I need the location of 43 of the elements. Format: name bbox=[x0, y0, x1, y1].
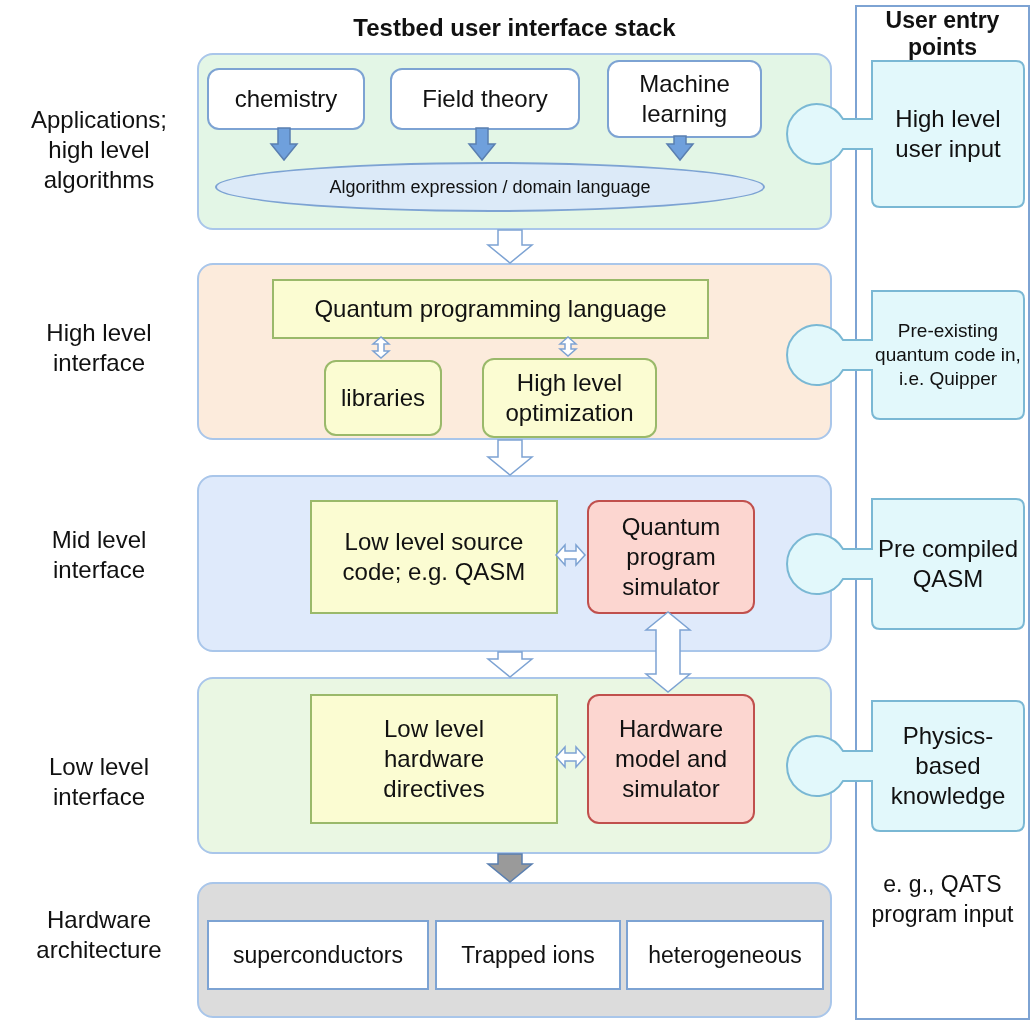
block-arrow bbox=[467, 127, 497, 162]
layer-label: Applications; high level algorithms bbox=[29, 105, 169, 195]
layer-band bbox=[197, 263, 832, 440]
process-box: Quantum programming language bbox=[272, 279, 709, 339]
topic-box: Field theory bbox=[390, 68, 580, 130]
block-arrow bbox=[485, 229, 535, 264]
simulator-box: Quantum program simulator bbox=[587, 500, 755, 614]
layer-label: Hardware architecture bbox=[35, 905, 163, 965]
column-heading: User entry points bbox=[884, 7, 1001, 61]
process-box: Low level hardware directives bbox=[310, 694, 558, 824]
block-arrow bbox=[371, 336, 391, 359]
layer-band bbox=[197, 677, 832, 854]
block-arrow bbox=[555, 745, 586, 769]
layer-label: Mid level interface bbox=[50, 525, 148, 585]
block-arrow bbox=[485, 439, 535, 476]
puzzle-piece: Pre compiled QASM bbox=[785, 498, 1025, 630]
hardware-box: heterogeneous bbox=[626, 920, 824, 990]
block-arrow bbox=[485, 853, 535, 883]
puzzle-piece: High level user input bbox=[785, 60, 1025, 208]
layer-band bbox=[197, 882, 832, 1018]
block-arrow bbox=[665, 135, 695, 162]
language-ellipse: Algorithm expression / domain language bbox=[215, 162, 765, 212]
block-arrow bbox=[555, 543, 586, 567]
simulator-box: Hardware model and simulator bbox=[587, 694, 755, 824]
note-text: e. g., QATS program input bbox=[870, 870, 1015, 929]
layer-label: High level interface bbox=[45, 318, 153, 378]
process-box: libraries bbox=[324, 360, 442, 436]
hardware-box: Trapped ions bbox=[435, 920, 621, 990]
block-arrow bbox=[643, 611, 693, 693]
diagram-title: Testbed user interface stack bbox=[352, 13, 677, 43]
topic-box: Machine learning bbox=[607, 60, 762, 138]
block-arrow bbox=[269, 127, 299, 162]
hardware-box: superconductors bbox=[207, 920, 429, 990]
block-arrow bbox=[485, 651, 535, 678]
topic-box: chemistry bbox=[207, 68, 365, 130]
puzzle-piece: Physics-based knowledge bbox=[785, 700, 1025, 832]
layer-band bbox=[197, 475, 832, 652]
puzzle-piece: Pre-existing quantum code in, i.e. Quipper bbox=[785, 290, 1025, 420]
layer-band bbox=[197, 53, 832, 230]
block-arrow bbox=[558, 336, 578, 357]
process-box: High level optimization bbox=[482, 358, 657, 438]
process-box: Low level source code; e.g. QASM bbox=[310, 500, 558, 614]
layer-label: Low level interface bbox=[47, 752, 151, 812]
